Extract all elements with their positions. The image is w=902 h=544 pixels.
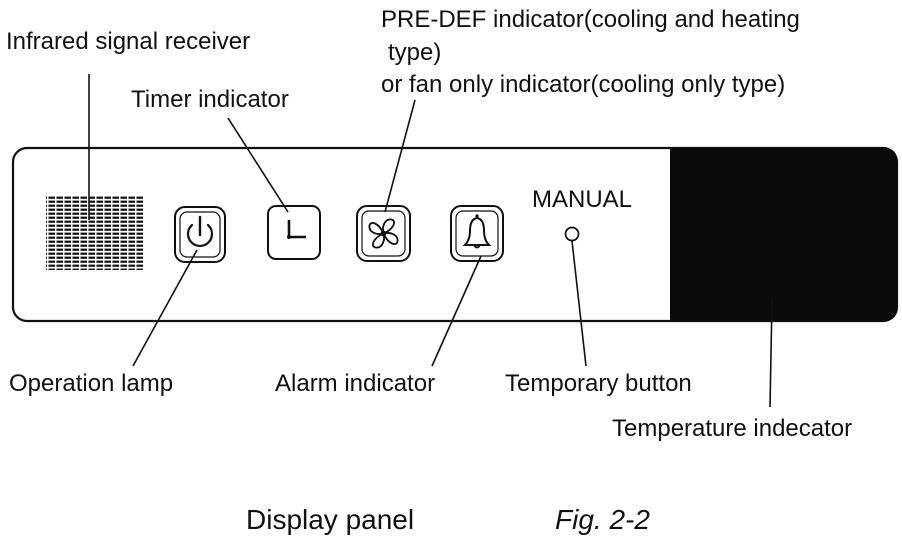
manual-button-circle	[564, 226, 580, 242]
label-alarm-indicator: Alarm indicator	[275, 370, 436, 397]
label-timer-indicator: Timer indicator	[131, 86, 289, 113]
bell-icon	[450, 205, 504, 262]
infrared-receiver-grid	[46, 196, 144, 270]
label-temporary-button: Temporary button	[505, 370, 692, 397]
leader-predef	[384, 99, 416, 213]
leader-temperature	[769, 299, 773, 408]
leader-temporary	[571, 240, 587, 367]
leader-timer	[227, 117, 289, 213]
label-predef-line2: type)	[388, 39, 442, 66]
leader-operation	[132, 249, 198, 367]
clock-icon	[267, 205, 321, 260]
leader-lines	[88, 74, 773, 408]
leader-alarm	[431, 255, 482, 367]
label-predef-line3: or fan only indicator(cooling only type)	[381, 71, 786, 98]
power-icon	[174, 206, 226, 263]
label-temperature-indicator: Temperature indecator	[612, 415, 853, 442]
label-operation-lamp: Operation lamp	[9, 370, 174, 397]
temperature-display	[670, 148, 897, 321]
fan-icon	[356, 205, 411, 262]
label-infrared-receiver: Infrared signal receiver	[6, 28, 251, 55]
caption-figure-number: Fig. 2-2	[555, 504, 650, 535]
label-predef-line1: PRE-DEF indicator(cooling and heating	[381, 6, 800, 33]
label-manual: MANUAL	[532, 186, 633, 213]
caption-title: Display panel	[246, 504, 415, 535]
